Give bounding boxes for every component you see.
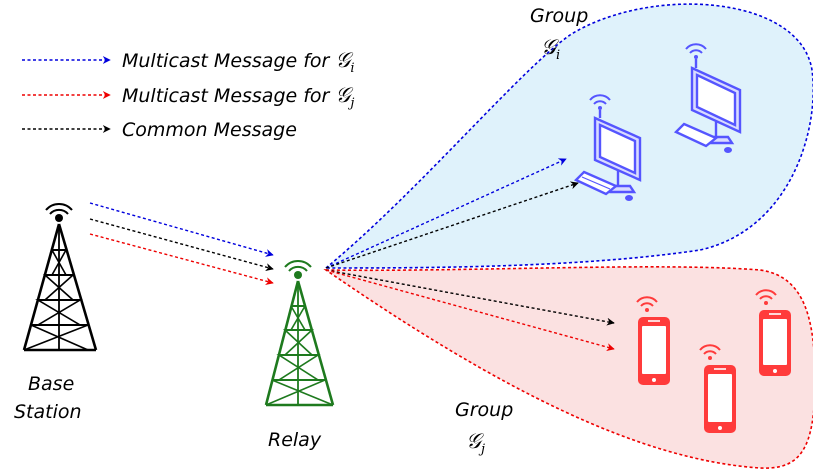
base-station-label-line2: Station [14, 401, 82, 423]
smartphone-icon [636, 296, 670, 385]
computer-icon [573, 94, 642, 201]
legend: Multicast Message for 𝒢i Multicast Messa… [22, 48, 355, 141]
computer-icon [673, 43, 742, 153]
relay-tower-icon [264, 260, 335, 407]
group-gi-symbol: 𝒢i [541, 35, 560, 63]
legend-label-gi: Multicast Message for 𝒢i [122, 48, 355, 76]
group-gi-word: Group [530, 5, 588, 27]
bs-relay-arrow-blue [89, 202, 274, 257]
relay-gi-arrow-black [325, 181, 579, 269]
smartphone-icon [755, 289, 791, 376]
group-gj-symbol: 𝒢j [466, 429, 485, 457]
base-station-tower-icon [22, 203, 98, 352]
relay-gj-arrow-red [325, 269, 615, 351]
base-station-label-line1: Base [28, 373, 74, 395]
relay-gj-arrow-black [325, 269, 615, 326]
legend-label-gj: Multicast Message for 𝒢j [122, 83, 354, 111]
relay-label: Relay [268, 429, 322, 451]
legend-label-common: Common Message [122, 119, 297, 141]
group-gi-region [323, 3, 813, 269]
group-gj-word: Group [455, 399, 513, 421]
bs-relay-arrow-black [89, 218, 274, 271]
group-gj-region [323, 266, 813, 469]
bs-relay-arrow-red [89, 233, 274, 286]
smartphone-icon [699, 344, 736, 433]
